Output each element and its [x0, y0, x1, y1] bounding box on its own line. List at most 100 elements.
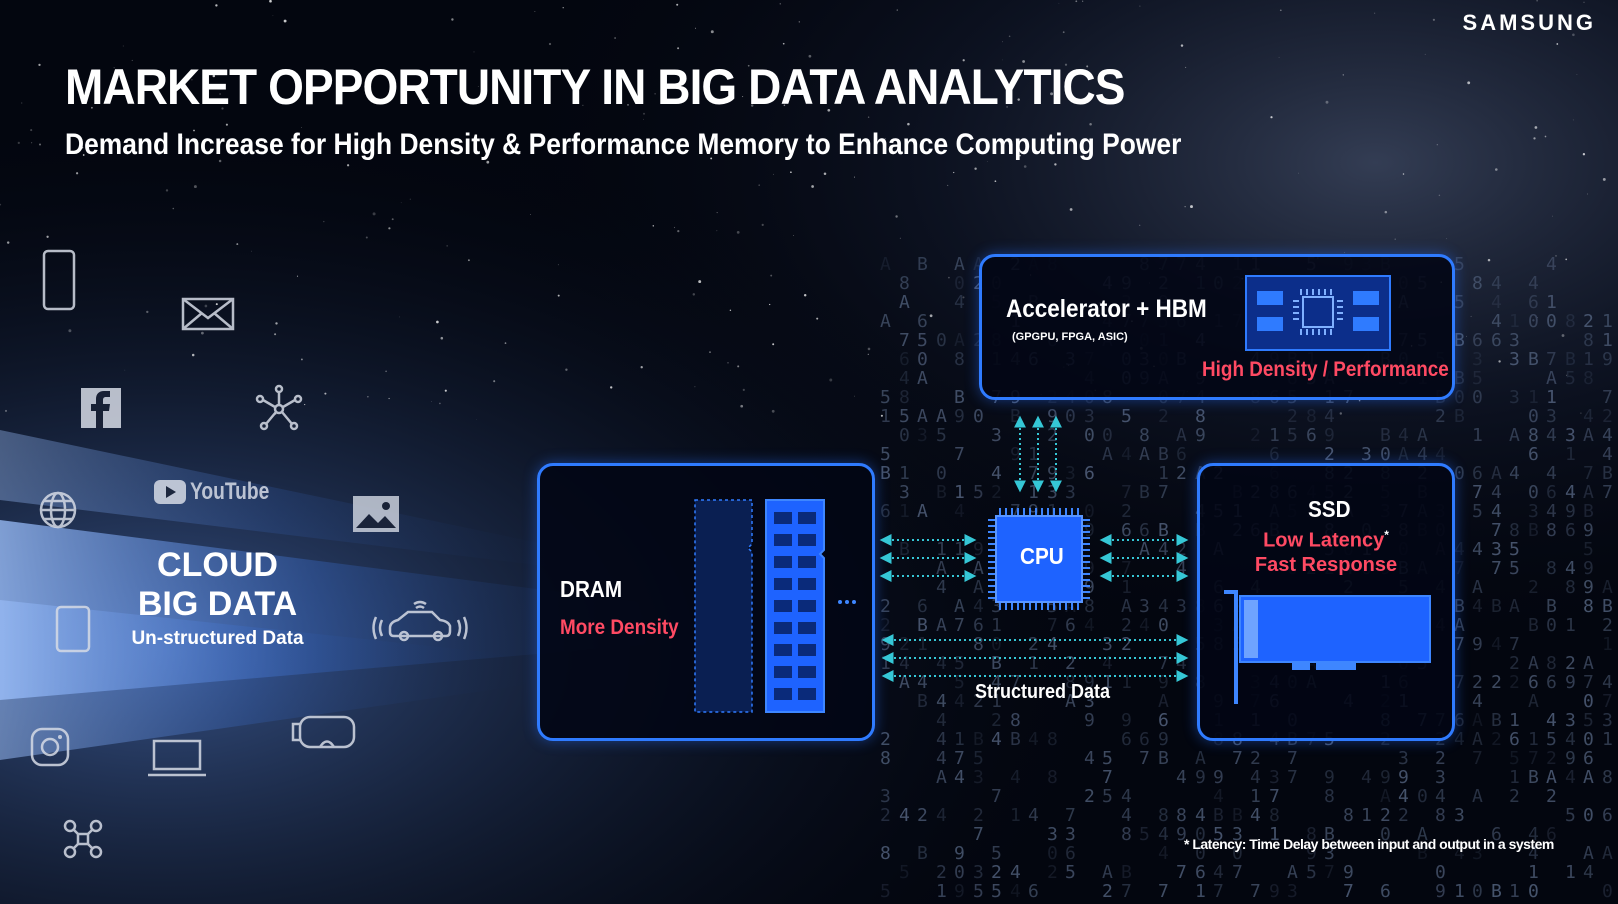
svg-text:2: 2 [1491, 672, 1502, 693]
svg-text:3: 3 [917, 425, 928, 446]
svg-text:2: 2 [1509, 786, 1520, 807]
svg-text:5: 5 [1546, 729, 1557, 750]
svg-text:0: 0 [1583, 691, 1594, 712]
svg-text:3: 3 [1565, 710, 1576, 731]
svg-text:6: 6 [1546, 672, 1557, 693]
svg-text:0: 0 [1380, 444, 1391, 465]
svg-text:6: 6 [1139, 520, 1150, 541]
svg-text:7: 7 [1287, 748, 1298, 769]
globe-icon [39, 491, 77, 529]
svg-text:6: 6 [880, 501, 891, 522]
svg-text:6: 6 [899, 349, 910, 370]
svg-text:6: 6 [1139, 729, 1150, 750]
svg-text:3: 3 [1435, 767, 1446, 788]
svg-text:2: 2 [880, 596, 891, 617]
svg-text:4: 4 [954, 767, 965, 788]
svg-text:8: 8 [954, 349, 965, 370]
svg-text:5: 5 [973, 881, 984, 902]
svg-text:B: B [1213, 805, 1224, 826]
svg-text:B: B [954, 387, 965, 408]
svg-text:1: 1 [1121, 577, 1132, 598]
svg-text:A: A [1417, 425, 1428, 446]
svg-text:4: 4 [1250, 805, 1261, 826]
svg-text:9: 9 [1324, 767, 1335, 788]
svg-text:3: 3 [1065, 824, 1076, 845]
svg-text:4: 4 [973, 596, 984, 617]
svg-text:7: 7 [1121, 482, 1132, 503]
svg-text:3: 3 [1065, 482, 1076, 503]
dram-title: DRAM [560, 576, 623, 602]
svg-text:9: 9 [954, 406, 965, 427]
svg-text:A: A [1528, 691, 1539, 712]
svg-text:4: 4 [1454, 729, 1465, 750]
svg-text:4: 4 [1398, 425, 1409, 446]
svg-text:5: 5 [880, 387, 891, 408]
svg-text:6: 6 [1454, 710, 1465, 731]
svg-text:1: 1 [1583, 349, 1594, 370]
svg-text:7: 7 [1509, 634, 1520, 655]
svg-text:3: 3 [1047, 482, 1058, 503]
ssd-tagline-response: Fast Response [1254, 554, 1398, 576]
unstructured-caption: Un-structured Data [131, 628, 304, 649]
svg-text:1: 1 [1565, 444, 1576, 465]
ssd-latency-text: Low Latency [1263, 529, 1385, 552]
svg-text:1: 1 [899, 463, 910, 484]
svg-text:5: 5 [1583, 710, 1594, 731]
svg-text:A: A [1398, 444, 1409, 465]
svg-text:4: 4 [1250, 767, 1261, 788]
svg-text:0: 0 [1065, 406, 1076, 427]
svg-text:7: 7 [1546, 349, 1557, 370]
svg-text:8: 8 [1084, 596, 1095, 617]
svg-text:9: 9 [973, 539, 984, 560]
svg-text:A: A [936, 558, 947, 579]
svg-text:2: 2 [1324, 444, 1335, 465]
svg-text:1: 1 [1158, 463, 1169, 484]
svg-text:A: A [1176, 425, 1187, 446]
svg-text:3: 3 [1472, 349, 1483, 370]
svg-text:1: 1 [1528, 729, 1539, 750]
svg-text:7: 7 [1472, 748, 1483, 769]
svg-text:4: 4 [1602, 425, 1613, 446]
svg-text:7: 7 [1158, 881, 1169, 902]
svg-text:4: 4 [1565, 482, 1576, 503]
svg-text:6: 6 [1546, 482, 1557, 503]
svg-text:4: 4 [1528, 273, 1539, 294]
svg-text:4: 4 [1491, 273, 1502, 294]
play-icon [154, 480, 186, 504]
svg-text:7: 7 [954, 615, 965, 636]
svg-text:8: 8 [1565, 577, 1576, 598]
svg-text:2: 2 [991, 862, 1002, 883]
svg-text:9: 9 [1583, 520, 1594, 541]
svg-text:0: 0 [1528, 482, 1539, 503]
svg-text:0: 0 [1158, 615, 1169, 636]
svg-text:B: B [1491, 881, 1502, 902]
svg-text:1: 1 [1102, 672, 1113, 693]
svg-text:3: 3 [1361, 444, 1372, 465]
svg-text:6: 6 [1176, 444, 1187, 465]
vr-headset-icon [291, 715, 356, 749]
svg-text:6: 6 [1509, 729, 1520, 750]
svg-text:8: 8 [880, 748, 891, 769]
svg-text:0: 0 [1232, 843, 1243, 864]
svg-text:5: 5 [936, 425, 947, 446]
svg-text:5: 5 [991, 843, 1002, 864]
svg-text:1: 1 [1602, 634, 1613, 655]
svg-text:7: 7 [1065, 805, 1076, 826]
svg-text:9: 9 [954, 843, 965, 864]
svg-text:4: 4 [1491, 634, 1502, 655]
svg-text:7: 7 [1232, 862, 1243, 883]
svg-text:0: 0 [1102, 425, 1113, 446]
svg-text:5: 5 [1047, 596, 1058, 617]
svg-text:A: A [1583, 767, 1594, 788]
svg-text:7: 7 [1232, 748, 1243, 769]
dram-tagline: More Density [560, 616, 679, 639]
svg-text:3: 3 [1139, 596, 1150, 617]
svg-text:6: 6 [1084, 463, 1095, 484]
svg-text:8: 8 [1139, 425, 1150, 446]
accelerator-title: Accelerator + HBM [1006, 295, 1207, 323]
svg-text:4: 4 [1583, 406, 1594, 427]
svg-text:6: 6 [1195, 862, 1206, 883]
svg-text:3: 3 [1232, 824, 1243, 845]
svg-text:8: 8 [899, 387, 910, 408]
svg-text:2: 2 [1546, 786, 1557, 807]
